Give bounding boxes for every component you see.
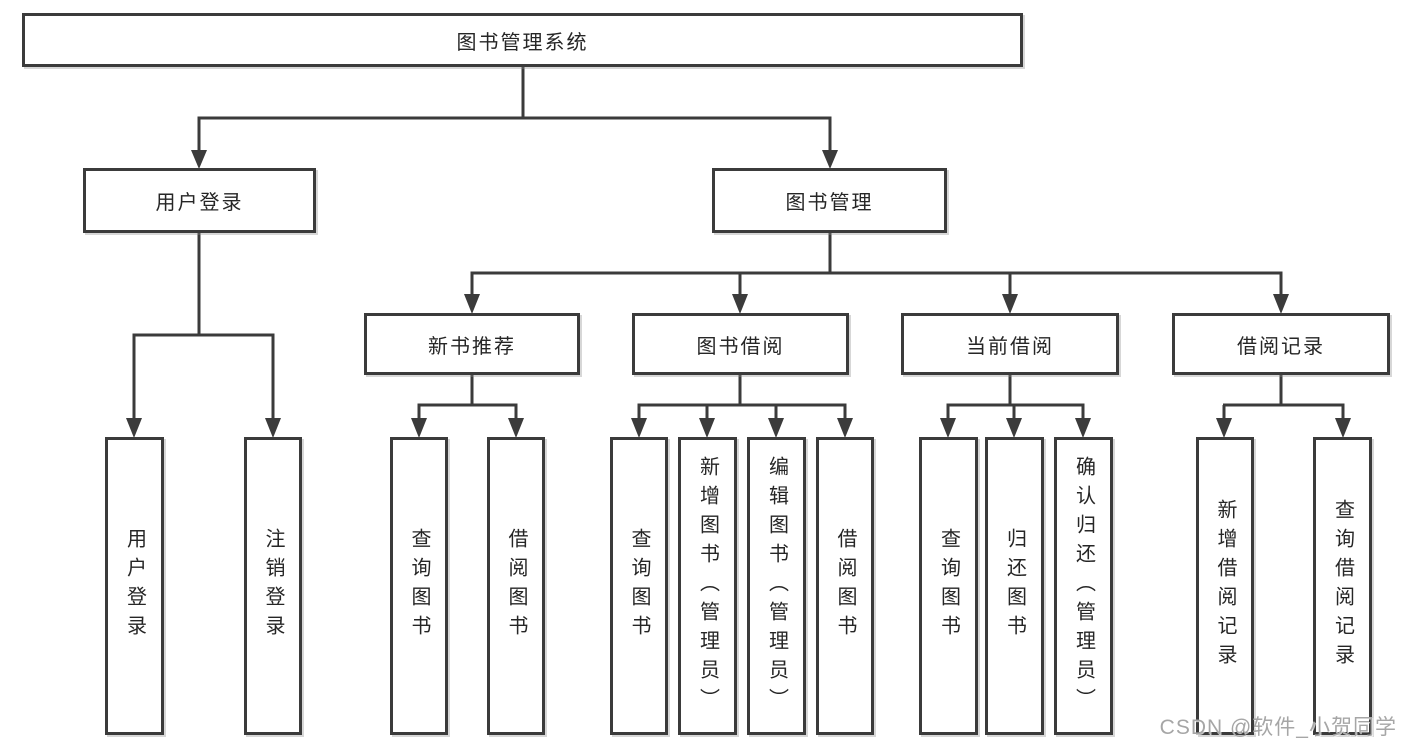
node-borrowing-records-label: 借阅记录 xyxy=(1237,335,1325,358)
leaf-return-book: 归还图书 xyxy=(985,437,1044,735)
leaf-borrow-book-recommend-label: 借阅图书 xyxy=(505,528,527,644)
leaf-query-book-recommend-label: 查询图书 xyxy=(408,528,430,644)
leaf-query-book-current-label: 查询图书 xyxy=(937,528,960,644)
leaf-query-book-borrow: 查询图书 xyxy=(610,437,668,735)
leaf-confirm-return-admin-label: 确认归还（管理员） xyxy=(1072,455,1095,717)
csdn-watermark: CSDN @软件_小贺同学 xyxy=(1159,716,1397,739)
leaf-borrow-book-recommend: 借阅图书 xyxy=(487,437,545,735)
leaf-edit-book-admin: 编辑图书（管理员） xyxy=(747,437,806,735)
leaf-add-borrow-record: 新增借阅记录 xyxy=(1196,437,1254,735)
node-library-system: 图书管理系统 xyxy=(22,13,1023,67)
node-library-system-label: 图书管理系统 xyxy=(456,31,589,54)
leaf-logout-label: 注销登录 xyxy=(262,528,284,644)
leaf-add-book-admin: 新增图书（管理员） xyxy=(678,437,737,735)
node-book-management-label: 图书管理 xyxy=(785,192,874,214)
node-new-book-recommend: 新书推荐 xyxy=(364,313,580,375)
leaf-borrow-book-label: 借阅图书 xyxy=(834,528,856,644)
leaf-borrow-book: 借阅图书 xyxy=(816,437,874,735)
leaf-confirm-return-admin: 确认归还（管理员） xyxy=(1054,437,1113,735)
node-current-borrowing-label: 当前借阅 xyxy=(966,335,1054,358)
leaf-query-book-current: 查询图书 xyxy=(919,437,978,735)
node-current-borrowing: 当前借阅 xyxy=(901,313,1119,375)
node-user-login: 用户登录 xyxy=(83,168,316,233)
node-book-borrowing: 图书借阅 xyxy=(632,313,849,375)
node-new-book-recommend-label: 新书推荐 xyxy=(428,335,516,358)
leaf-logout: 注销登录 xyxy=(244,437,302,735)
leaf-query-borrow-record: 查询借阅记录 xyxy=(1313,437,1372,735)
leaf-edit-book-admin-label: 编辑图书（管理员） xyxy=(765,455,788,717)
leaf-query-book-borrow-label: 查询图书 xyxy=(628,528,650,644)
leaf-user-login-label: 用户登录 xyxy=(123,528,146,644)
leaf-query-book-recommend: 查询图书 xyxy=(390,437,448,735)
node-book-borrowing-label: 图书借阅 xyxy=(696,335,785,358)
leaf-add-book-admin-label: 新增图书（管理员） xyxy=(696,455,719,717)
leaf-user-login: 用户登录 xyxy=(105,437,164,735)
node-borrowing-records: 借阅记录 xyxy=(1172,313,1390,375)
leaf-add-borrow-record-label: 新增借阅记录 xyxy=(1214,499,1236,673)
leaf-return-book-label: 归还图书 xyxy=(1003,528,1026,644)
node-user-login-label: 用户登录 xyxy=(155,192,244,214)
node-book-management: 图书管理 xyxy=(712,168,947,233)
leaf-query-borrow-record-label: 查询借阅记录 xyxy=(1331,499,1354,673)
